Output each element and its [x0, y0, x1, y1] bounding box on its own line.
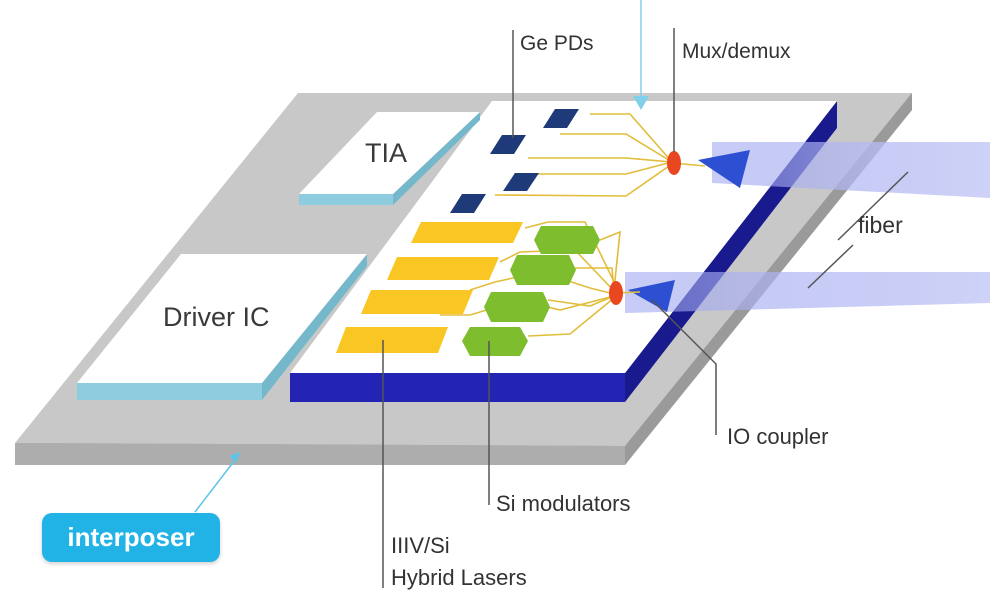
tia-label: TIA: [365, 138, 407, 168]
laser: [411, 222, 523, 243]
modulator: [534, 226, 600, 254]
callout-fiber-1: [837, 171, 909, 241]
photodetector: [450, 194, 486, 213]
mux-demux-bottom: [609, 281, 623, 305]
si-modulators: [462, 226, 600, 356]
ge-photodetectors: [450, 109, 579, 213]
io-coupler-bottom: [628, 280, 675, 312]
callout-lines: [382, 28, 909, 588]
photodetector: [543, 109, 579, 128]
fiber-label: fiber: [858, 212, 903, 238]
modulator: [510, 255, 576, 285]
fiber-top: [712, 142, 990, 198]
io-coupler-top: [698, 150, 750, 188]
photodetector: [503, 173, 539, 191]
hybrid-lasers: [336, 222, 523, 353]
interposer-badge: interposer: [42, 513, 220, 562]
mux-demux-label: Mux/demux: [682, 40, 791, 63]
modulator: [462, 327, 528, 356]
mux-demux-top: [667, 151, 681, 175]
laser: [336, 327, 448, 353]
io-coupler-label: IO coupler: [727, 424, 829, 449]
fiber-bottom: [625, 272, 990, 313]
callout-io-coupler: [651, 299, 717, 435]
modulator: [484, 292, 550, 322]
driver-ic-label: Driver IC: [163, 302, 270, 332]
laser: [387, 257, 499, 280]
lasers-label-line1: IIIV/Si: [391, 533, 450, 558]
input-light-arrow: [633, 0, 649, 110]
callout-fiber-2: [807, 244, 854, 289]
fibers: [625, 142, 990, 313]
tia-chip: [299, 112, 480, 205]
photodetector: [490, 135, 526, 154]
laser: [361, 290, 473, 314]
ge-pds-label: Ge PDs: [520, 32, 594, 55]
interposer-arrow: [194, 452, 240, 513]
driver-ic-chip: [77, 254, 367, 400]
si-modulators-label: Si modulators: [496, 491, 631, 516]
lasers-label-line2: Hybrid Lasers: [391, 565, 527, 590]
